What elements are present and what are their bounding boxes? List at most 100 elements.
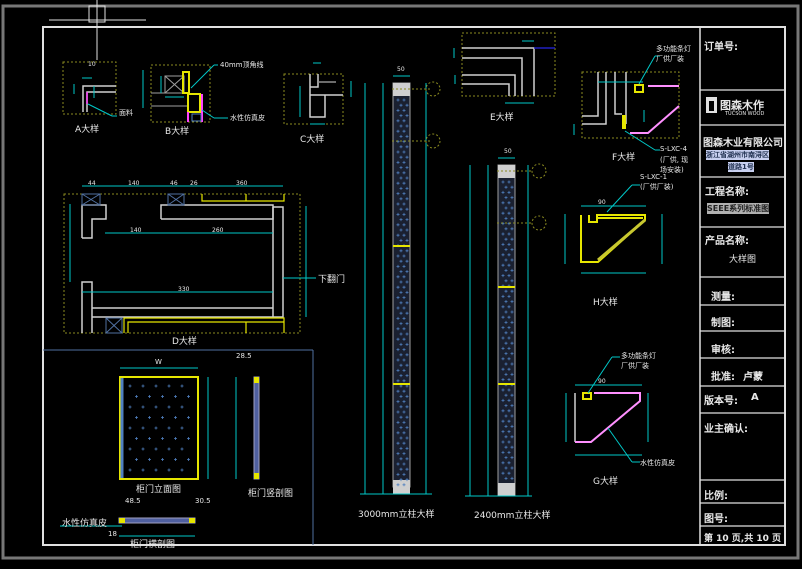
dim-label: 28.5 [236,352,252,360]
detail-b-title: B大样 [165,127,190,137]
pattern-cross [405,415,409,419]
pattern-cross [405,186,409,190]
pattern-cross [402,150,406,154]
pattern-cross [501,471,505,475]
pattern-cross [396,316,400,320]
pattern-cross [402,472,406,476]
detail-d[interactable] [63,185,316,334]
pattern-cross [405,478,409,482]
detail-a[interactable] [62,61,117,117]
pattern-cross [135,395,138,398]
detail-f[interactable] [573,55,680,151]
drawn-label: 制图: [711,318,735,329]
dim-label: W [155,358,162,366]
column-2400-title: 2400mm立柱大样 [474,511,551,521]
pattern-cross [507,253,511,257]
pattern-cross [402,452,406,456]
outer-border [1,4,800,560]
pattern-cross [510,414,514,418]
detail-e[interactable] [453,32,556,104]
cursor-crosshair [49,0,146,60]
door-elevation-title: 柜门立面图 [136,485,182,495]
pattern-cross [399,457,403,461]
pattern-cross [510,445,514,449]
door-horizontal-section[interactable] [60,517,196,537]
pattern-cross [402,368,406,372]
column-3000[interactable] [360,75,441,495]
pattern-cross [141,426,145,430]
detail-g-title: G大样 [593,477,618,487]
detail-f-note-4: (厂供, 现 [660,156,689,164]
pattern-cross [396,368,400,372]
pattern-cross [396,337,400,341]
pattern-cross [402,129,406,133]
pattern-cross [396,379,400,383]
pattern-cross [399,145,403,149]
pattern-cross [507,378,511,382]
pattern-cross [504,352,508,356]
dim-label: 330 [178,286,190,293]
pattern-cross [180,468,184,472]
pattern-cross [510,310,514,314]
pattern-cross [507,430,511,434]
pattern-cross [161,416,164,419]
door-vertical-section[interactable] [253,376,260,480]
pattern-cross [180,447,184,451]
pattern-cross [510,248,514,252]
pattern-cross [402,98,406,102]
pattern-cross [501,242,505,246]
pattern-cross [167,405,171,409]
pattern-cross [405,103,409,107]
pattern-cross [507,201,511,205]
door-pattern [128,384,190,472]
pattern-cross [141,405,145,409]
logo-subtext: TUCSON WOOD [725,111,765,117]
pattern-cross [504,310,508,314]
pattern-cross [510,372,514,376]
pattern-cross [161,395,164,398]
dim-label: 140 [130,227,142,234]
pattern-cross [504,320,508,324]
pattern-cross [396,420,400,424]
detail-b-boundary [150,64,211,123]
pattern-cross [510,216,514,220]
pattern-cross [501,346,505,350]
door-horizontal-section-note: 水性仿真皮 [62,519,108,529]
pattern-cross [510,289,514,293]
detail-c[interactable] [283,62,352,125]
drawing-no-label: 图号: [704,514,728,525]
pattern-cross [510,476,514,480]
door-panel-boundary [43,349,314,545]
pattern-cross [510,341,514,345]
pattern-cross [507,398,511,402]
pattern-cross [504,279,508,283]
pattern-cross [135,416,138,419]
column-2400[interactable] [465,157,547,497]
pattern-cross [399,114,403,118]
pattern-cross [396,223,400,227]
detail-b[interactable] [142,64,228,123]
pattern-cross [405,207,409,211]
pattern-cross [501,326,505,330]
pattern-cross [504,445,508,449]
detail-g[interactable] [565,356,649,463]
pattern-cross [180,384,184,388]
pattern-cross [405,405,409,409]
pattern-cross [504,206,508,210]
pattern-cross [510,185,514,189]
pattern-cross [174,458,177,461]
pattern-cross [154,468,158,472]
detail-h[interactable] [564,184,663,274]
pattern-cross [405,176,409,180]
drawing-border [42,26,786,546]
pattern-cross [174,395,177,398]
pattern-cross [141,447,145,451]
pattern-cross [402,275,406,279]
pattern-cross [402,160,406,164]
door-elevation[interactable] [119,367,237,480]
pattern-cross [399,446,403,450]
pattern-cross [501,232,505,236]
pattern-cross [504,185,508,189]
pattern-cross [510,196,514,200]
